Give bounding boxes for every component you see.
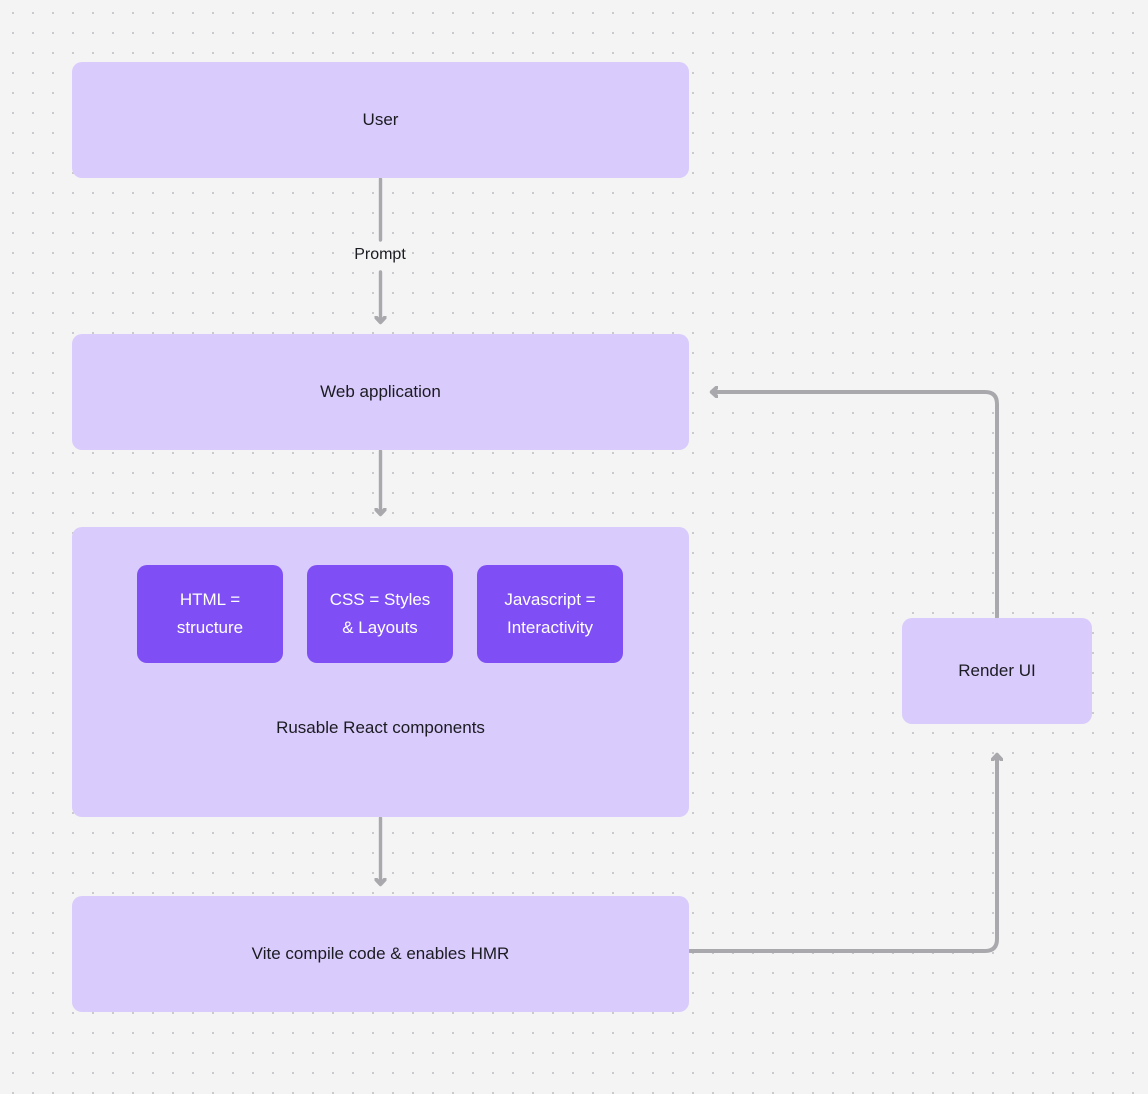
sub-box-javascript-line1: Javascript = [504,589,596,609]
node-user[interactable]: User [72,62,689,178]
sub-box-css-line2: & Layouts [342,618,418,637]
edge-label-prompt: Prompt [354,246,406,263]
sub-box-css[interactable]: CSS = Styles & Layouts [307,565,453,663]
node-render-ui[interactable]: Render UI [902,618,1092,724]
node-web-application-label: Web application [320,381,441,401]
node-reusable-react-components[interactable]: HTML = structure CSS = Styles & Layouts … [72,527,689,817]
edge-render-ui-to-web-application [712,392,999,619]
sub-box-html-line1: HTML = [179,589,241,609]
node-vite-label: Vite compile code & enables HMR [251,943,510,963]
node-user-label: User [362,109,399,129]
sub-box-javascript-line2: Interactivity [507,618,593,637]
components-caption: Rusable React components [276,718,485,737]
node-render-ui-label: Render UI [958,660,1036,680]
sub-box-javascript[interactable]: Javascript = Interactivity [477,565,623,663]
sub-box-html[interactable]: HTML = structure [137,565,283,663]
sub-box-css-line1: CSS = Styles [329,589,431,609]
sub-box-html-line2: structure [176,618,244,637]
component-sub-box-row: HTML = structure CSS = Styles & Layouts … [137,565,623,663]
node-vite[interactable]: Vite compile code & enables HMR [72,896,689,1012]
edge-vite-to-render-ui [688,755,997,953]
node-web-application[interactable]: Web application [72,334,689,450]
